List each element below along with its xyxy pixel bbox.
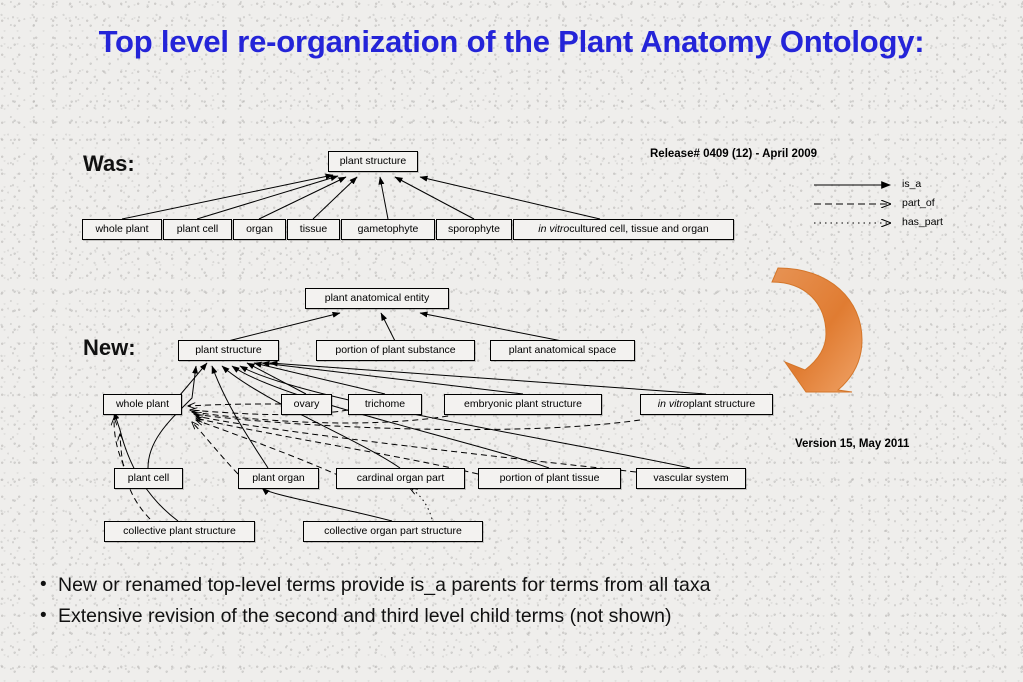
- node-plant-structure[interactable]: plant structure: [178, 340, 279, 361]
- page-title: Top level re-organization of the Plant A…: [98, 24, 925, 59]
- node-embryonic-plant-structure[interactable]: embryonic plant structure: [444, 394, 602, 415]
- node-plant-cell[interactable]: plant cell: [114, 468, 183, 489]
- node-plant-anatomical-entity[interactable]: plant anatomical entity: [305, 288, 449, 309]
- node-in-vitro-italic: in vitro: [657, 398, 689, 411]
- legend-label-has-part: has_part: [902, 216, 943, 228]
- node-old-whole-plant[interactable]: whole plant: [82, 219, 162, 240]
- legend: is_a part_of has_part: [812, 178, 1002, 240]
- bullet-item-2: Extensive revision of the second and thi…: [36, 600, 986, 632]
- node-old-sporophyte[interactable]: sporophyte: [436, 219, 512, 240]
- node-in-vitro-plant-structure[interactable]: in vitro plant structure: [640, 394, 773, 415]
- node-portion-of-plant-substance[interactable]: portion of plant substance: [316, 340, 475, 361]
- release-text: Release# 0409 (12) - April 2009: [650, 148, 818, 160]
- node-old-in-vitro-italic: in vitro: [538, 223, 570, 236]
- bullet-list: New or renamed top-level terms provide i…: [36, 569, 986, 632]
- node-old-in-vitro-rest: cultured cell, tissue and organ: [569, 223, 709, 236]
- node-plant-organ[interactable]: plant organ: [238, 468, 319, 489]
- node-old-plant-cell[interactable]: plant cell: [163, 219, 232, 240]
- node-old-in-vitro-cultured[interactable]: in vitro cultured cell, tissue and organ: [513, 219, 734, 240]
- node-old-gametophyte[interactable]: gametophyte: [341, 219, 435, 240]
- legend-lines-icon: [814, 181, 892, 240]
- node-ovary[interactable]: ovary: [281, 394, 332, 415]
- node-cardinal-organ-part[interactable]: cardinal organ part: [336, 468, 465, 489]
- legend-label-is-a: is_a: [902, 178, 922, 190]
- node-collective-organ-part-structure[interactable]: collective organ part structure: [303, 521, 483, 542]
- node-in-vitro-rest: plant structure: [688, 398, 756, 411]
- node-trichome[interactable]: trichome: [348, 394, 422, 415]
- node-old-organ[interactable]: organ: [233, 219, 286, 240]
- node-whole-plant[interactable]: whole plant: [103, 394, 182, 415]
- node-plant-anatomical-space[interactable]: plant anatomical space: [490, 340, 635, 361]
- version-text: Version 15, May 2011: [795, 438, 910, 450]
- legend-label-part-of: part_of: [902, 197, 935, 209]
- section-label-new: New:: [83, 335, 136, 360]
- node-vascular-system[interactable]: vascular system: [636, 468, 746, 489]
- node-portion-of-plant-tissue[interactable]: portion of plant tissue: [478, 468, 621, 489]
- bullet-item-1: New or renamed top-level terms provide i…: [36, 569, 986, 601]
- node-collective-plant-structure[interactable]: collective plant structure: [104, 521, 255, 542]
- section-label-was: Was:: [83, 151, 135, 176]
- node-old-plant-structure[interactable]: plant structure: [328, 151, 418, 172]
- orange-curved-arrow-icon: [771, 267, 863, 393]
- node-old-tissue[interactable]: tissue: [287, 219, 340, 240]
